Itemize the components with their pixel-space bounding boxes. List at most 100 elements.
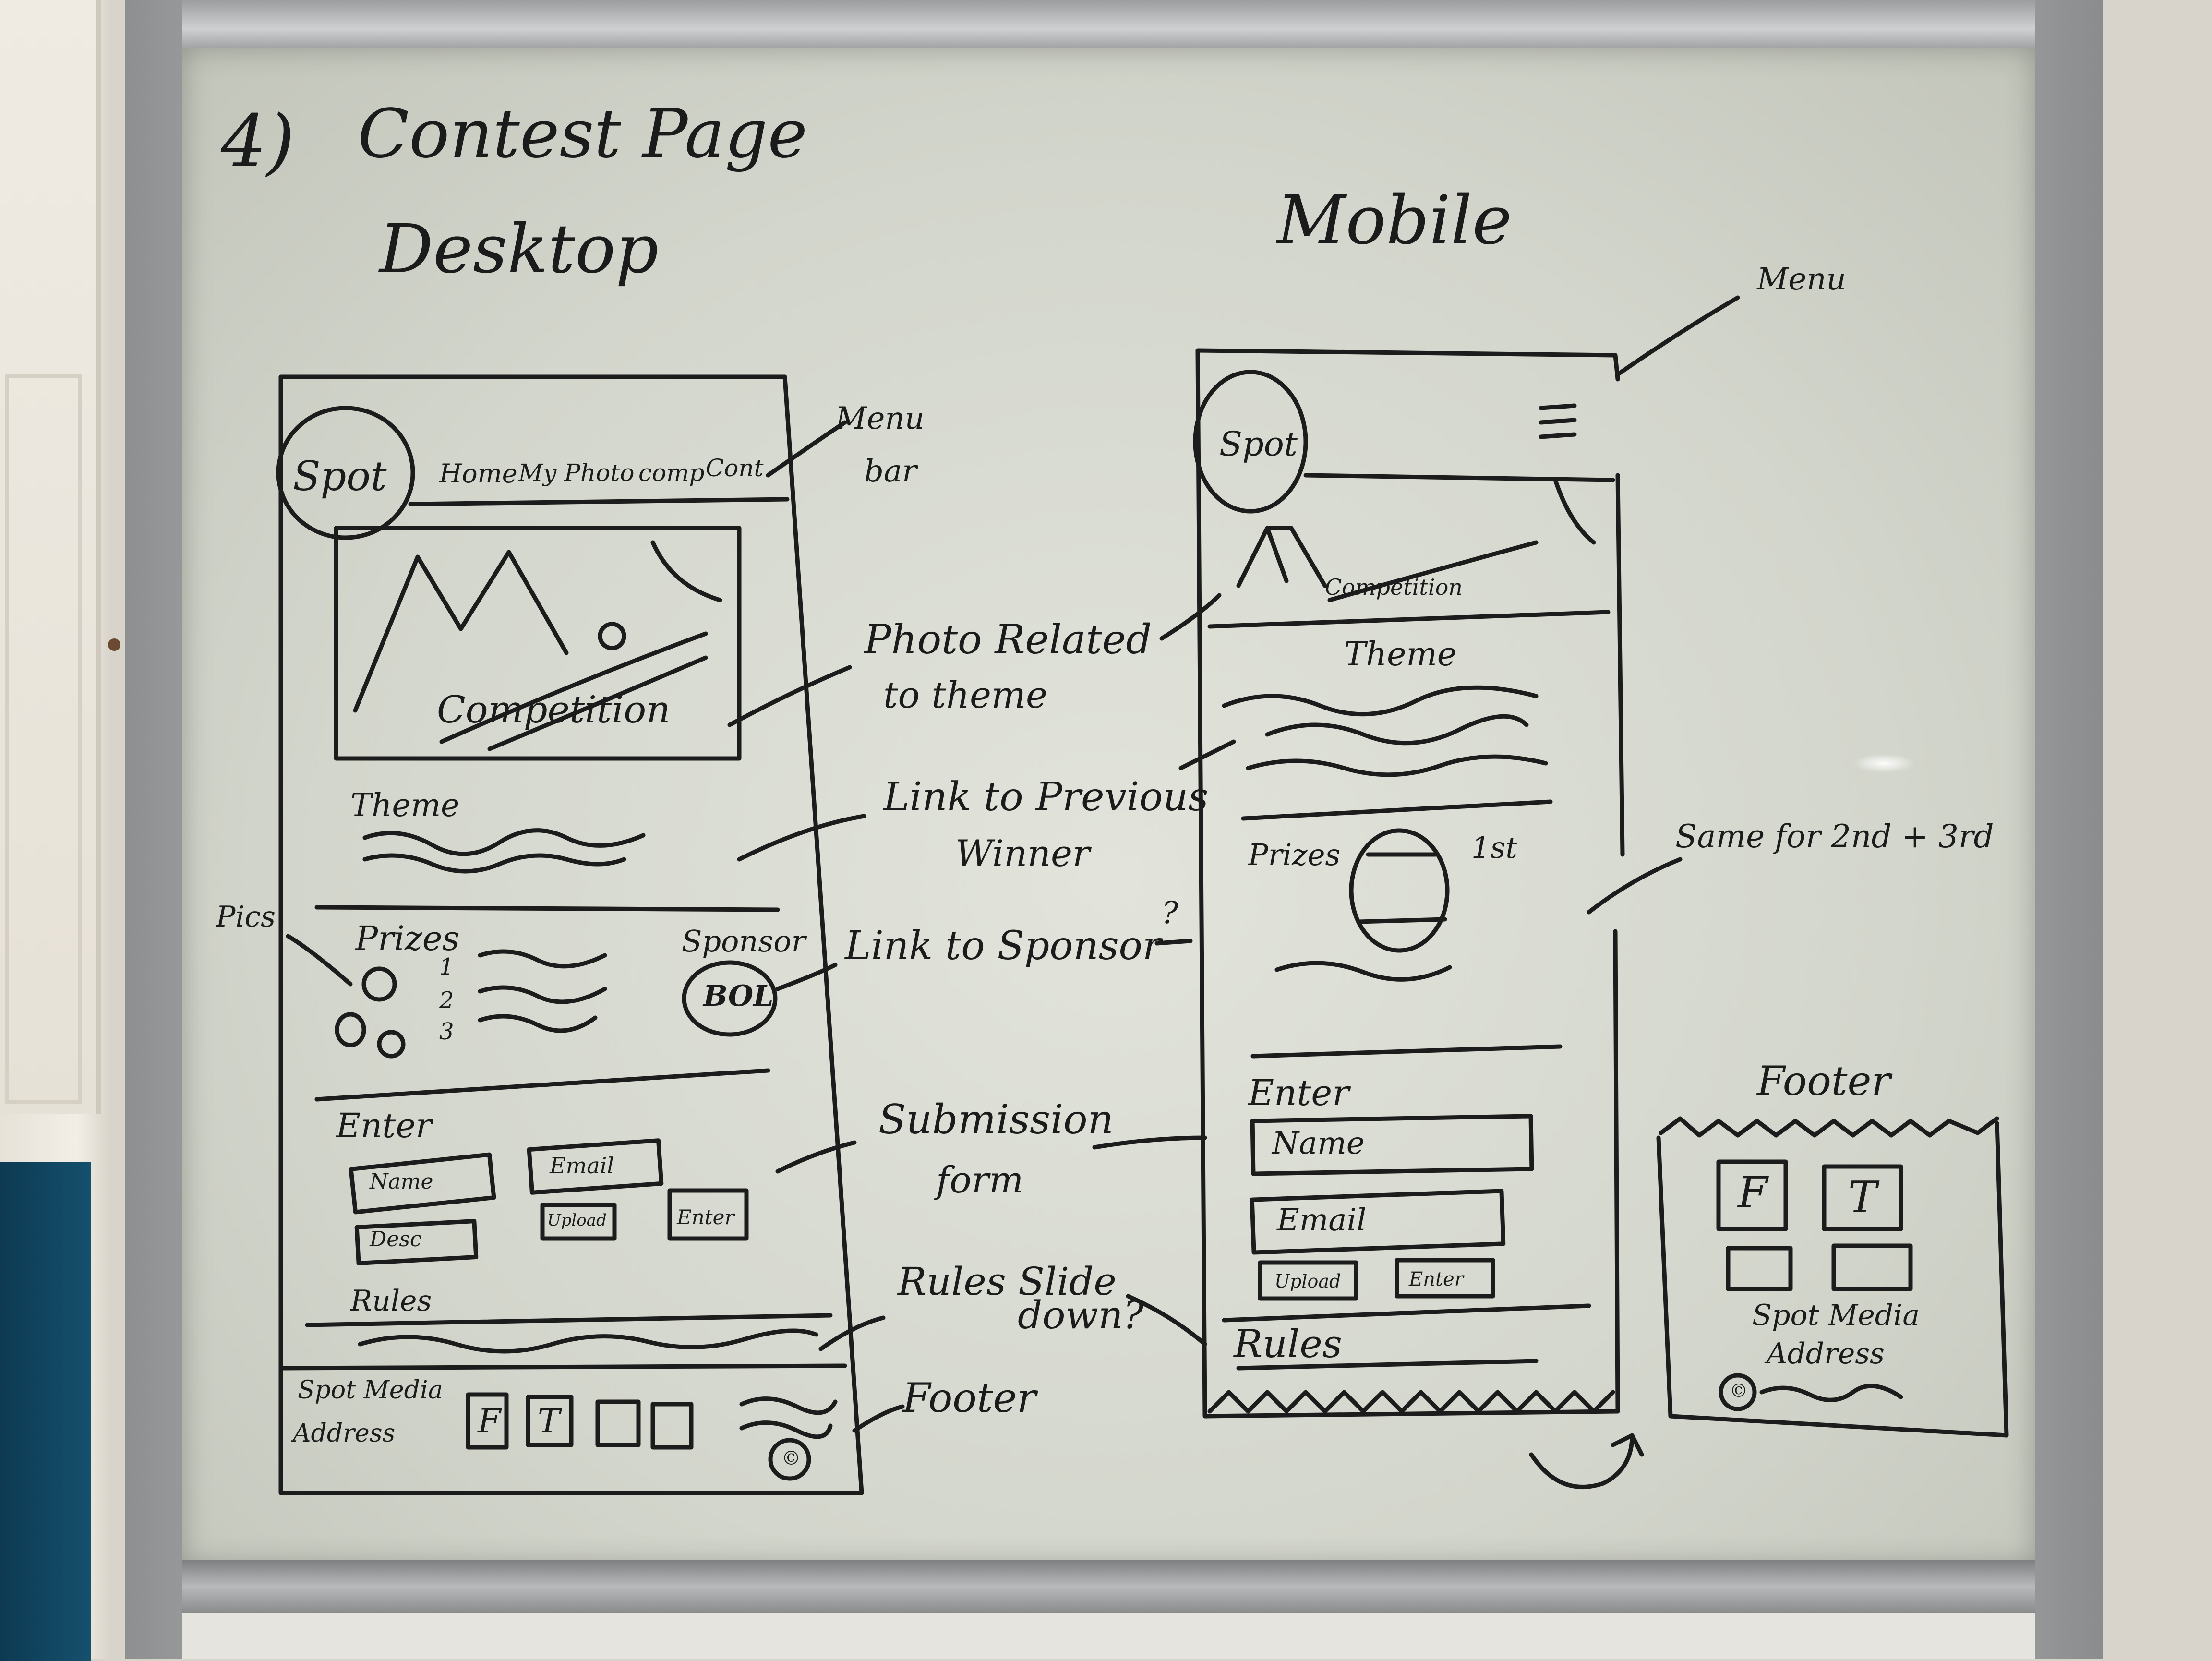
pointer-mobile-menu [1615, 295, 1740, 377]
footer-detail-facebook-box [1716, 1159, 1788, 1231]
desktop-desc-input-box [354, 1219, 479, 1265]
door [0, 0, 101, 1114]
annotation-photo-related-2: to theme [883, 674, 1047, 716]
mobile-name-field: Name [1272, 1126, 1365, 1161]
question-underline [1154, 939, 1193, 946]
annotation-photo-related-1: Photo Related [864, 616, 1152, 663]
mobile-prize-pic-circle [1349, 828, 1450, 953]
annotation-same-for: Same for 2nd + 3rd [1675, 818, 1994, 855]
footer-detail-title: Footer [1757, 1058, 1891, 1105]
floor-area [182, 1613, 2035, 1659]
wall-hole [108, 638, 120, 651]
mobile-email-field: Email [1277, 1203, 1367, 1238]
pointer-link-sponsor [775, 963, 838, 991]
desktop-footer-facebook-label: F [478, 1401, 501, 1441]
desktop-hero-box [334, 526, 742, 761]
desktop-email-field: Email [550, 1153, 614, 1179]
pointer-mobile-submission [1092, 1135, 1207, 1150]
desktop-footer-twitter-box [526, 1395, 574, 1447]
footer-detail-twitter-label: T [1848, 1172, 1877, 1223]
desktop-theme-text-2 [362, 853, 626, 874]
desktop-footer-line-2: Address [293, 1419, 396, 1448]
desktop-nav-my-photo: My Photo [518, 459, 635, 487]
pointer-link-prev [737, 814, 866, 862]
light-glare [1853, 754, 1915, 773]
annotation-menu-bar-2: bar [864, 454, 917, 489]
desktop-enter-button: Enter [677, 1205, 734, 1229]
annotation-pics: Pics [216, 900, 276, 934]
door-inset [5, 374, 82, 1104]
mobile-enter-label: Enter [1248, 1072, 1349, 1114]
desktop-label: Desktop [379, 210, 659, 289]
pointer-submission [775, 1140, 857, 1174]
mobile-prizes-label: Prizes [1248, 837, 1341, 872]
pointer-photo-related [727, 665, 852, 727]
desktop-sponsor-circle [682, 960, 778, 1037]
annotation-rules-slide-1: Rules Slide [898, 1259, 1117, 1304]
pointer-mobile-rules [1126, 1294, 1207, 1347]
desktop-enter-label: Enter [336, 1106, 432, 1145]
annotation-rules-slide-2: down? [1018, 1293, 1144, 1337]
pointer-footer [852, 1404, 905, 1433]
mobile-header-divider [1303, 473, 1615, 482]
desktop-footer-text-2 [739, 1420, 833, 1439]
desktop-prize-text-1 [478, 949, 607, 969]
pointer-pics [286, 934, 353, 987]
mobile-first-place: 1st [1471, 830, 1518, 865]
mobile-rules-label: Rules [1234, 1322, 1342, 1366]
mobile-frame-right [1615, 473, 1625, 857]
mobile-upload-button-box [1258, 1260, 1358, 1301]
desktop-theme-label: Theme [350, 787, 460, 824]
pointer-same-for [1587, 857, 1683, 915]
footer-detail-twitter-box [1822, 1164, 1903, 1231]
desktop-footer-social-icon [650, 1402, 694, 1450]
desktop-prize-text-3 [478, 1014, 598, 1033]
desktop-nav-home: Home [439, 458, 517, 489]
desktop-sponsor-logo: BOL [703, 979, 774, 1013]
mobile-mountains-icon [1236, 526, 1327, 588]
desktop-upload-button: Upload [547, 1211, 607, 1230]
annotation-menu: Menu [1757, 262, 1846, 297]
pointer-mobile-photo [1159, 593, 1222, 641]
desktop-divider-1 [314, 905, 780, 912]
desktop-sponsor-label: Sponsor [682, 924, 806, 959]
mobile-upload-button: Upload [1274, 1271, 1341, 1292]
desktop-enter-button-box [667, 1188, 749, 1241]
pointer-menu-bar [766, 420, 847, 478]
mobile-rules-underline [1236, 1359, 1539, 1371]
mobile-theme-text-3 [1246, 754, 1548, 777]
footer-detail-facebook-label: F [1738, 1168, 1768, 1218]
desktop-hill-line-2 [487, 655, 708, 751]
desktop-footer-copyright: © [781, 1447, 801, 1469]
desktop-logo-circle [276, 406, 415, 540]
desktop-prize-pic-3 [377, 1030, 406, 1059]
annotation-menu-bar-1: Menu [835, 401, 925, 436]
desktop-prize-rank-3: 3 [439, 1018, 454, 1045]
footer-detail-line-1: Spot Media [1752, 1299, 1920, 1332]
mobile-expand-arrow-icon [1529, 1433, 1644, 1489]
footer-detail-line-2: Address [1767, 1337, 1885, 1371]
desktop-nav-cont: Cont [706, 454, 764, 482]
pointer-rules-slide [818, 1315, 886, 1351]
annotation-link-previous-1: Link to Previous [883, 774, 1209, 820]
desktop-prizes-label: Prizes [355, 919, 460, 958]
heading-title: Contest Page [358, 95, 808, 173]
footer-detail-frame [1656, 1121, 2009, 1438]
desktop-theme-text-1 [362, 828, 646, 856]
desktop-upload-button-box [540, 1203, 617, 1241]
desktop-footer-copyright-circle [768, 1438, 811, 1481]
desktop-nav-comp: comp [638, 459, 705, 487]
mobile-menu-line-1 [1539, 403, 1577, 410]
desktop-prize-rank-2: 2 [439, 987, 454, 1014]
whiteboard-tray [182, 1560, 2035, 1613]
mobile-theme-text-2 [1265, 714, 1529, 746]
blue-chair [0, 1162, 91, 1661]
desktop-prize-pic-1 [361, 966, 397, 1002]
mobile-theme-label: Theme [1344, 636, 1457, 674]
mobile-logo-circle [1193, 370, 1308, 514]
desktop-divider-2 [314, 1068, 770, 1102]
mobile-prize-text [1274, 961, 1452, 982]
annotation-question-mark: ? [1162, 895, 1178, 931]
desktop-prize-text-2 [478, 985, 607, 1004]
